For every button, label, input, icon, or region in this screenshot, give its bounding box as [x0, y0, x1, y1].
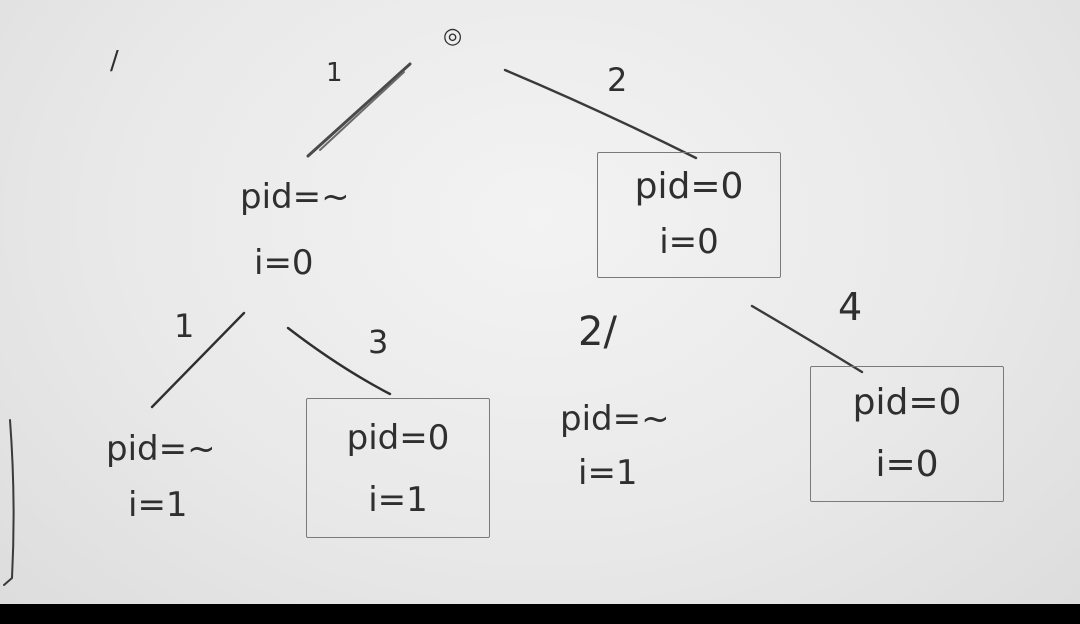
margin-tick-mark: /	[110, 46, 119, 76]
edge-label-left-leftchild: 1	[174, 307, 195, 345]
edge-line-root-right	[503, 68, 698, 160]
node-level2-d-box: pid=0 i=0	[810, 366, 1004, 502]
bottom-black-bar	[0, 604, 1080, 624]
edge-line-root-left	[306, 62, 412, 158]
node-level1-left-i: i=0	[254, 243, 314, 283]
edge-line-left-rightchild	[286, 326, 392, 396]
node-level2-b-pid: pid=0	[346, 418, 450, 458]
edge-label-right-rightchild: 4	[838, 285, 863, 329]
root-node-symbol: ◎	[443, 24, 463, 49]
edge-line-right-rightchild	[750, 304, 864, 374]
node-level2-b-box: pid=0 i=1	[306, 398, 490, 538]
node-level2-a-pid: pid=~	[106, 429, 216, 469]
edge-label-root-right: 2	[607, 61, 628, 99]
node-level1-right-pid: pid=0	[634, 166, 744, 207]
node-level2-d-pid: pid=0	[852, 382, 962, 423]
edge-line-left-leftchild	[150, 311, 246, 409]
node-level1-left-pid: pid=~	[240, 177, 350, 217]
node-level1-right-box: pid=0 i=0	[597, 152, 781, 278]
edge-label-right-leftchild: 2/	[578, 309, 617, 355]
node-level2-c-i: i=1	[578, 453, 638, 493]
edge-line-root-left-shadow	[319, 71, 405, 151]
node-level2-a-i: i=1	[128, 485, 188, 525]
node-level2-c-pid: pid=~	[560, 399, 670, 439]
node-level2-d-i: i=0	[875, 444, 939, 485]
node-level2-b-i: i=1	[368, 480, 428, 520]
node-level1-right-i: i=0	[659, 222, 719, 262]
edge-label-root-left: 1	[326, 58, 343, 88]
margin-bracket	[3, 419, 15, 586]
edge-label-left-rightchild: 3	[368, 323, 389, 361]
